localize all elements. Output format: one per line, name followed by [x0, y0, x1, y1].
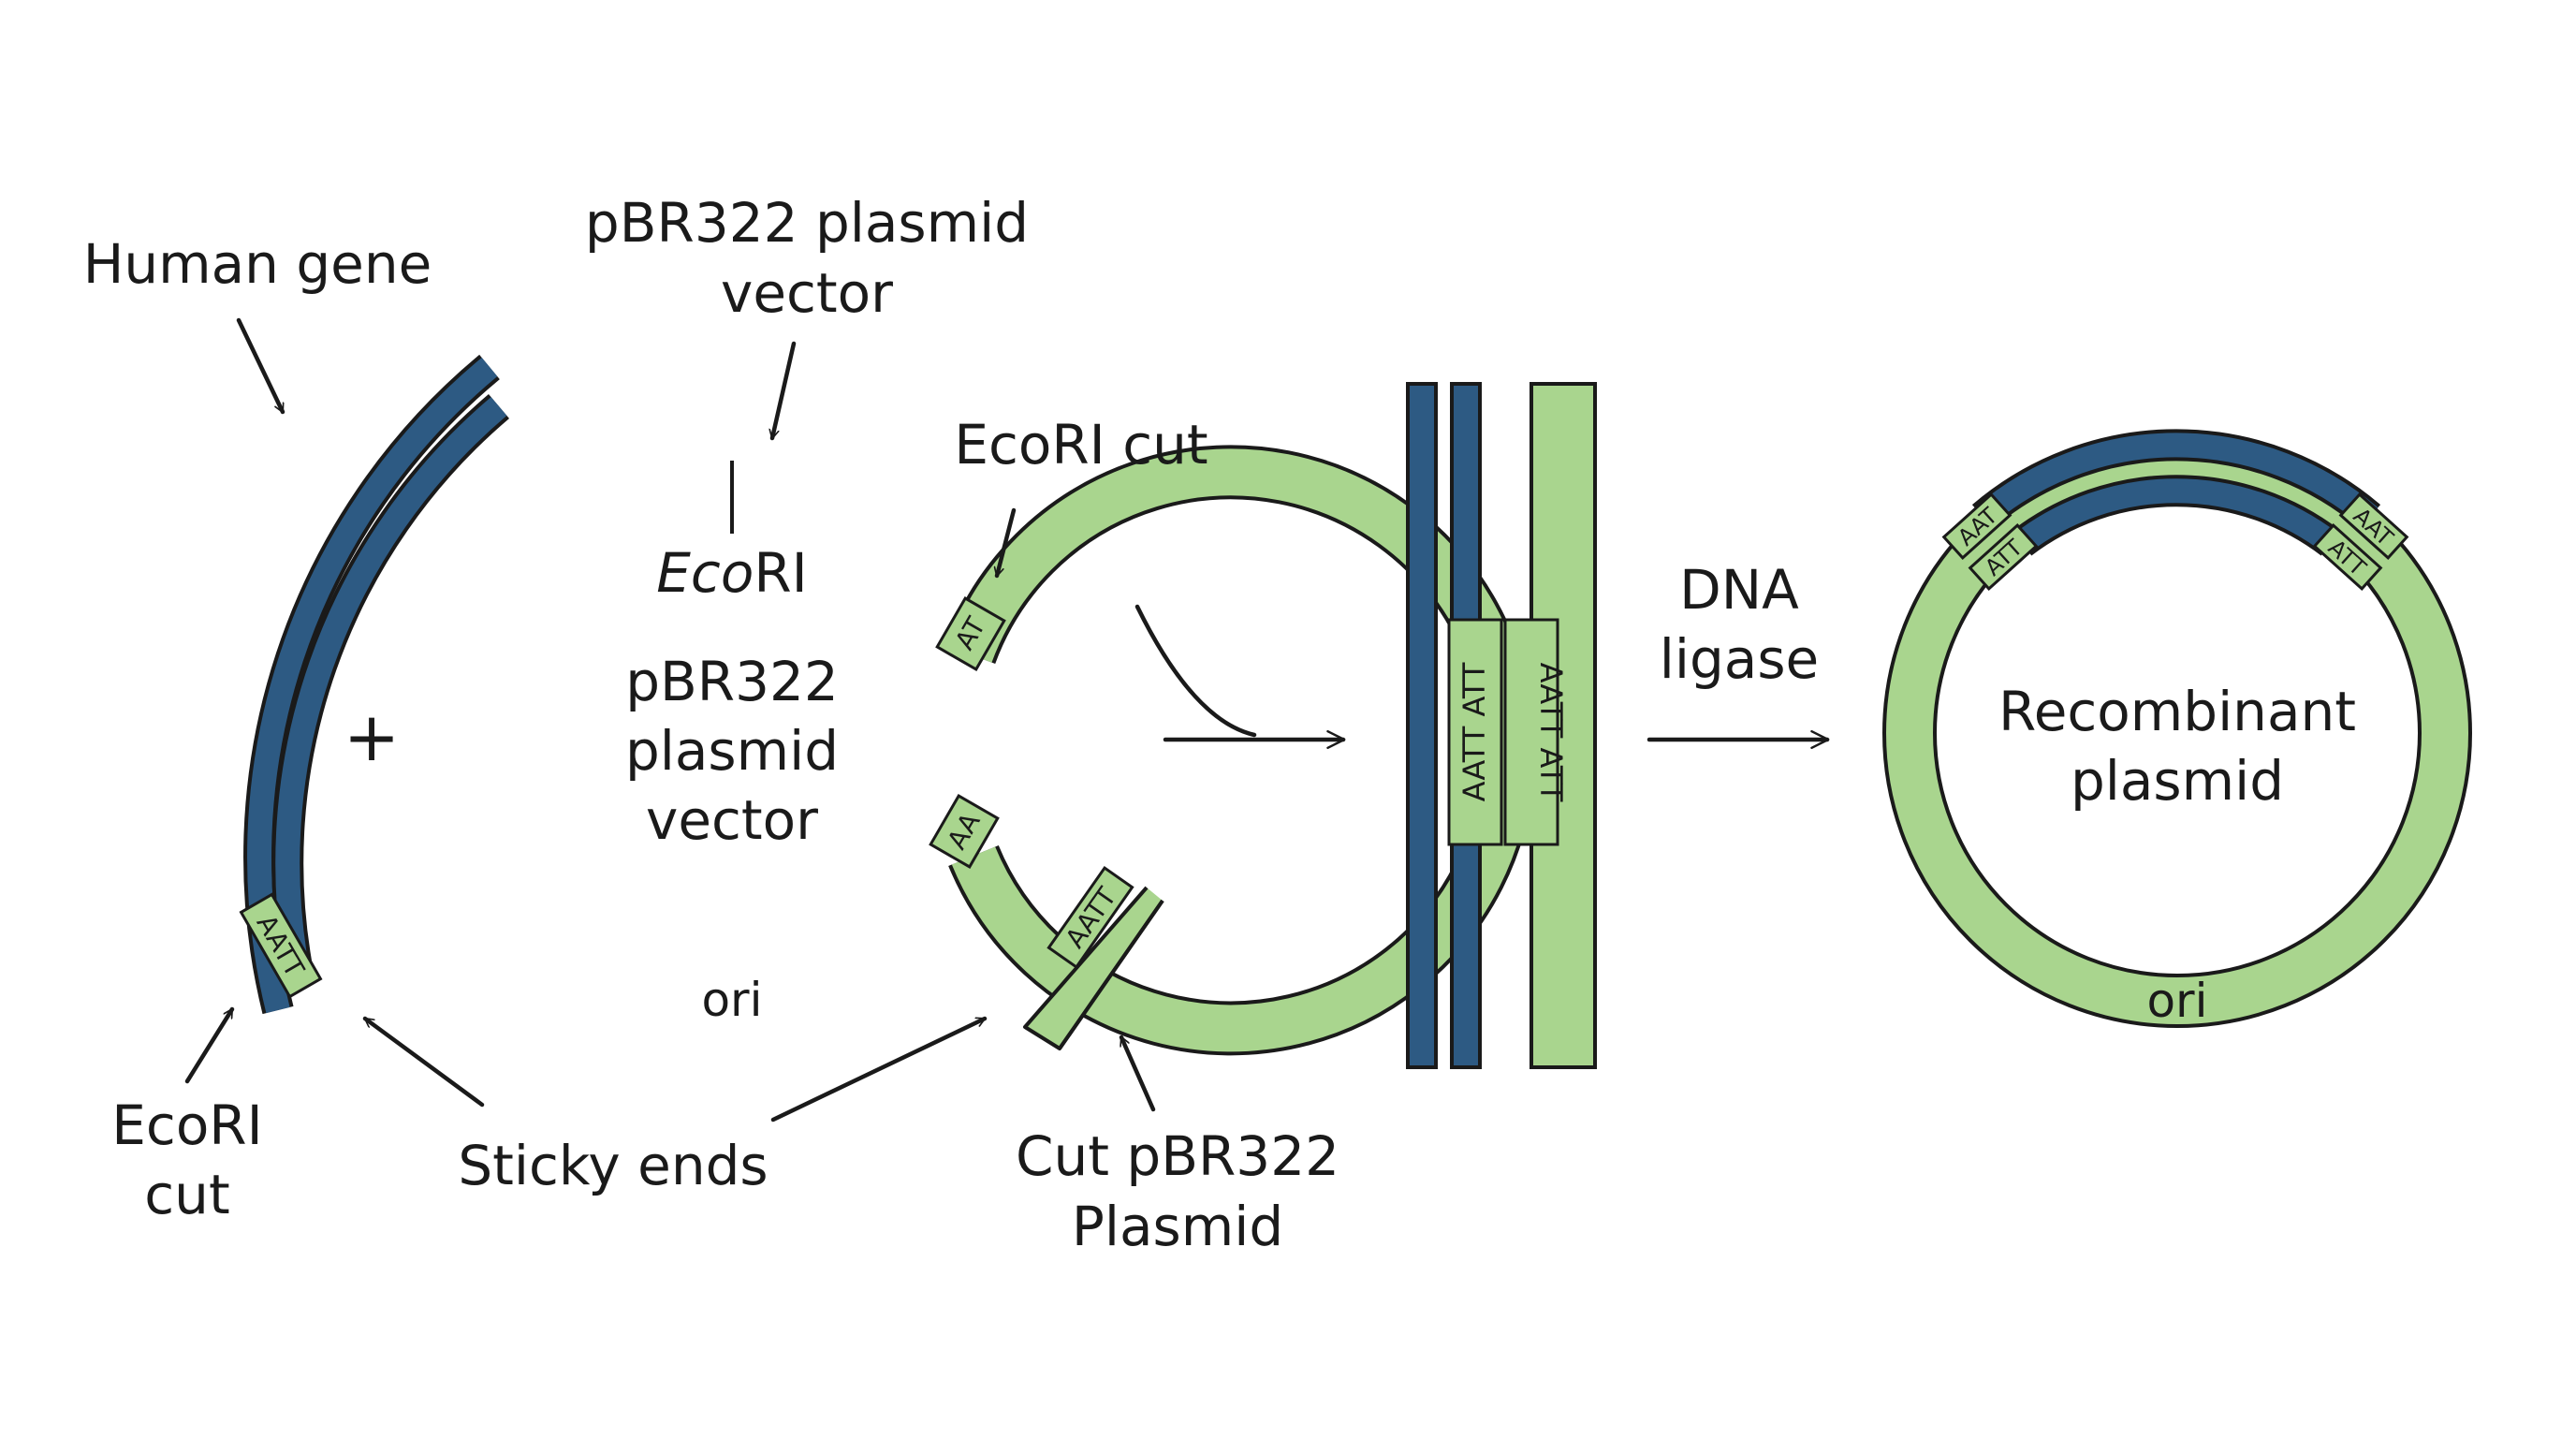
pbr322-top-label-2: vector	[721, 261, 893, 325]
ecori-cut-bottom-label-2: cut	[144, 1163, 229, 1226]
labels: Human gene pBR322 plasmid vector EcoRI c…	[83, 191, 2356, 1258]
ori-left-label: ori	[701, 973, 762, 1027]
arrow-ecori-cut-top	[997, 507, 1017, 579]
pbr322-top-label-1: pBR322 plasmid	[585, 191, 1029, 255]
dna-ligase-label-1: DNA	[1679, 558, 1799, 622]
plasmid-top-sticky-end: AT	[935, 595, 1006, 672]
plasmid-center-label-2: plasmid	[625, 719, 839, 783]
ecori-cut-top-label: EcoRI cut	[954, 413, 1208, 477]
recomb-tag-outer-left: AAT	[1941, 492, 2012, 561]
green-strand	[1530, 382, 1597, 1069]
arrow-ecori-cut-bottom	[184, 1006, 235, 1084]
ori-right-label: ori	[2146, 974, 2207, 1028]
ecori-site-label: EcoRI	[656, 541, 807, 605]
dna-ligase-label-2: ligase	[1660, 627, 1820, 691]
junction-right-seq: AATT ATT	[1533, 663, 1569, 802]
arrow-sticky-left	[362, 1016, 485, 1108]
arrow-human-gene	[236, 317, 285, 415]
recombinant-label-1: Recombinant	[1998, 680, 2356, 743]
cut-pbr322-label-1: Cut pBR322	[1016, 1124, 1339, 1188]
recombinant-plasmid: AAT ATT AAT ATT	[1882, 429, 2472, 1028]
junction-left-seq: AATT ATT	[1456, 662, 1492, 801]
arrow-sticky-right	[770, 1016, 988, 1123]
arrow-pbr322-top	[772, 341, 797, 441]
plasmid-center-label-1: pBR322	[625, 650, 839, 713]
arrow-curve-to-annealed	[1134, 604, 1257, 738]
junction-right-box	[1503, 618, 1559, 846]
ecori-site-plain: RI	[754, 541, 807, 605]
plus-sign: +	[344, 697, 400, 776]
arrows	[184, 317, 1830, 1123]
human-gene-label: Human gene	[83, 232, 432, 296]
recombinant-label-2: plasmid	[2071, 749, 2284, 813]
ecori-site-italic: Eco	[656, 541, 754, 605]
arrow-cut-pbr322	[1119, 1034, 1156, 1112]
ecori-cut-bottom-label-1: EcoRI	[111, 1093, 262, 1157]
annealed-strands: AATT ATT AATT ATT	[1406, 382, 1597, 1069]
blue-strand-left	[1406, 382, 1438, 1069]
plasmid-bottom-sticky-end: AA	[929, 793, 1000, 870]
plasmid-center-label-3: vector	[646, 788, 818, 852]
sticky-ends-label: Sticky ends	[458, 1134, 768, 1197]
cut-pbr322-label-2: Plasmid	[1072, 1195, 1283, 1258]
junction-left-box	[1447, 618, 1503, 846]
human-gene-dna: AATT	[239, 354, 510, 1015]
